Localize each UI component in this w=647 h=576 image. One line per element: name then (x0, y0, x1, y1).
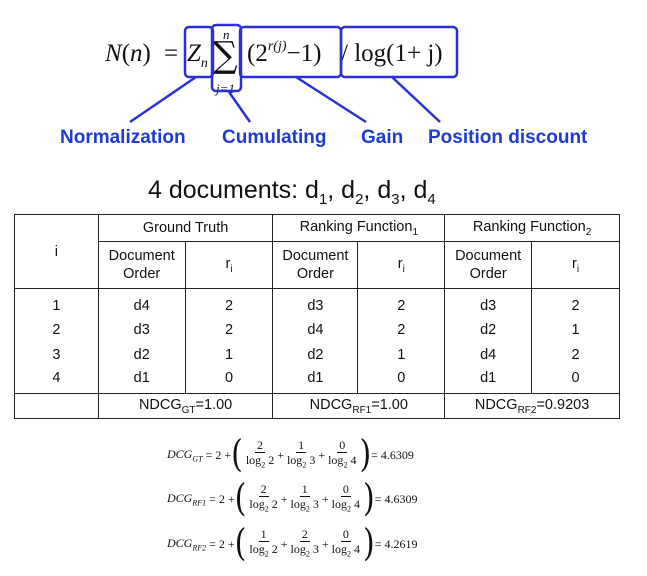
formula-position-term: / log(1+ j) (341, 40, 443, 67)
row-index: 1 (14, 288, 99, 317)
gt-relevance: 2 (184, 317, 274, 342)
gt-doc: d4 (97, 288, 186, 317)
gt-doc: d2 (97, 342, 186, 367)
formula-lhs: N(n) (105, 40, 151, 67)
gt-relevance: 0 (184, 367, 274, 394)
row-index: 3 (14, 342, 99, 367)
table-row: 4 d1 0 d1 0 d1 0 (14, 367, 620, 394)
row-index: 2 (14, 317, 99, 342)
table-row: 3 d2 1 d2 1 d4 2 (14, 342, 620, 367)
ndcg-row-empty-cell (14, 393, 99, 419)
ranking-function-2-header: Ranking Function2 (444, 214, 620, 242)
formula-normalization-term: Zn (187, 40, 208, 71)
rf1-relevance: 1 (357, 342, 446, 367)
ndcg-gt: NDCGGT=1.00 (97, 393, 274, 419)
ndcg-formula: N(n) = Zn n ∑ j=1 (2r(j)−1) / log(1+ j) … (0, 0, 647, 160)
cumulating-box (210, 23, 243, 93)
gain-pointer (295, 75, 367, 124)
gt-relevance: 2 (184, 288, 274, 317)
rf2-relevance: 1 (531, 317, 620, 342)
gt-ri-header: ri (184, 241, 274, 289)
rf1-relevance: 0 (357, 367, 446, 394)
normalization-pointer (129, 75, 197, 124)
table-row: 1 d4 2 d3 2 d3 2 (14, 288, 620, 317)
rf1-doc: d2 (272, 342, 359, 367)
rf2-doc: d2 (444, 317, 533, 342)
sum-upper-limit: n (223, 27, 230, 42)
sigma-symbol: ∑ (212, 35, 238, 76)
rf2-relevance: 0 (531, 367, 620, 394)
rf1-doc: d1 (272, 367, 359, 394)
formula-gain-term: (2r(j)−1) (247, 39, 322, 67)
rf2-ri-header: ri (531, 241, 620, 289)
ndcg-rf1: NDCGRF1=1.00 (272, 393, 446, 419)
gt-doc: d1 (97, 367, 186, 394)
rf1-ri-header: ri (357, 241, 446, 289)
rf2-doc: d3 (444, 288, 533, 317)
gain-label: Gain (361, 127, 404, 148)
position-discount-box (339, 25, 459, 79)
rf1-relevance: 2 (357, 288, 446, 317)
gt-doc: d3 (97, 317, 186, 342)
cumulating-pointer (227, 91, 252, 123)
formula-annotation-boxes (129, 23, 459, 124)
cumulating-label: Cumulating (222, 127, 327, 148)
ndcg-rf2: NDCGRF2=0.9203 (444, 393, 620, 419)
ground-truth-header: Ground Truth (97, 214, 274, 242)
rf1-relevance: 2 (357, 317, 446, 342)
rf1-doc: d3 (272, 288, 359, 317)
rf2-doc: d1 (444, 367, 533, 394)
gt-relevance: 1 (184, 342, 274, 367)
i-column-header: i (14, 214, 99, 289)
normalization-box (183, 25, 215, 79)
rf2-relevance: 2 (531, 288, 620, 317)
ranking-comparison-table: i Ground Truth Ranking Function1 Ranking… (14, 214, 620, 419)
normalization-label: Normalization (60, 127, 186, 148)
rf2-relevance: 2 (531, 342, 620, 367)
rf2-doc: d4 (444, 342, 533, 367)
table-row: 2 d3 2 d4 2 d2 1 (14, 317, 620, 342)
rf1-doc: d4 (272, 317, 359, 342)
gain-box (238, 25, 343, 79)
table-group-header-row: i Ground Truth Ranking Function1 Ranking… (14, 214, 620, 289)
position-discount-pointer (391, 76, 441, 123)
row-index: 4 (14, 367, 99, 394)
ranking-function-1-header: Ranking Function1 (272, 214, 446, 242)
position-discount-label: Position discount (428, 127, 588, 148)
formula-equals: = (164, 40, 179, 67)
ndcg-row: NDCGGT=1.00 NDCGRF1=1.00 NDCGRF2=0.9203 (14, 393, 620, 419)
documents-title: 4 documents: d1, d2, d3, d4 (148, 176, 436, 208)
